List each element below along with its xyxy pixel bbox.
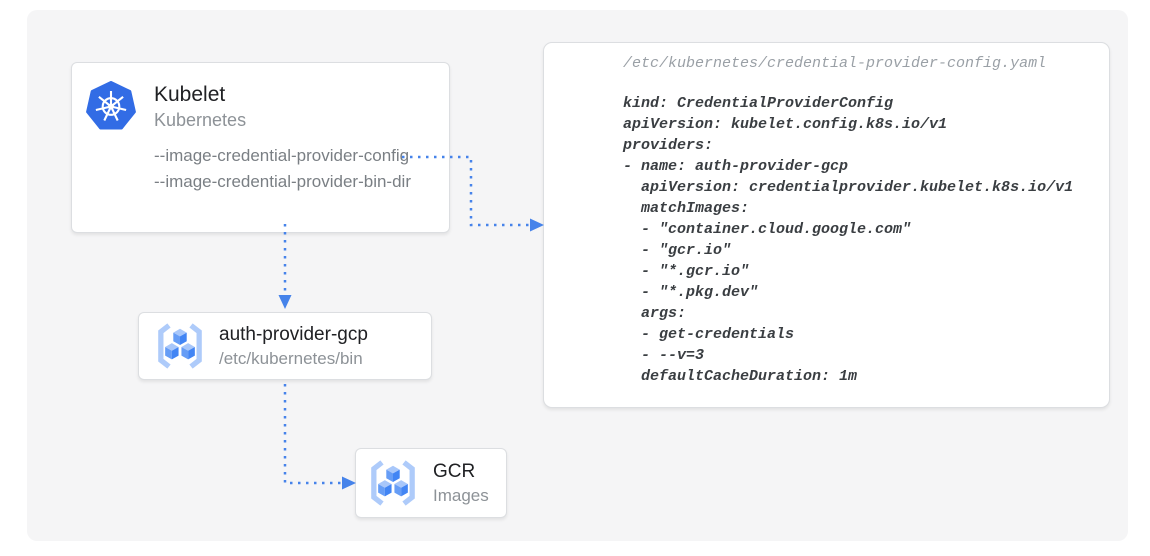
kubernetes-icon bbox=[86, 81, 136, 130]
auth-provider-title: auth-provider-gcp bbox=[219, 323, 368, 345]
gcr-node: GCR Images bbox=[355, 448, 507, 518]
config-yaml-content: kind: CredentialProviderConfig apiVersio… bbox=[623, 95, 1074, 385]
auth-provider-gcp-node: auth-provider-gcp /etc/kubernetes/bin bbox=[138, 312, 432, 380]
gcr-title: GCR bbox=[433, 460, 476, 482]
config-file-path: /etc/kubernetes/credential-provider-conf… bbox=[623, 55, 1047, 72]
flag-credential-provider-bin-dir: --image-credential-provider-bin-dir bbox=[154, 172, 411, 191]
flag-credential-provider-config: --image-credential-provider-config bbox=[154, 146, 410, 165]
credential-provider-config-card: /etc/kubernetes/credential-provider-conf… bbox=[543, 42, 1110, 408]
kubelet-flags: --image-credential-provider-config --ima… bbox=[154, 143, 411, 195]
gcr-icon bbox=[371, 460, 415, 506]
kubelet-subtitle: Kubernetes bbox=[154, 110, 247, 130]
auth-provider-path: /etc/kubernetes/bin bbox=[219, 348, 363, 368]
gcr-subtitle: Images bbox=[433, 485, 489, 505]
kubelet-title: Kubelet bbox=[154, 83, 226, 106]
gcr-icon bbox=[158, 323, 202, 369]
kubelet-node: Kubelet Kubernetes --image-credential-pr… bbox=[71, 62, 450, 233]
